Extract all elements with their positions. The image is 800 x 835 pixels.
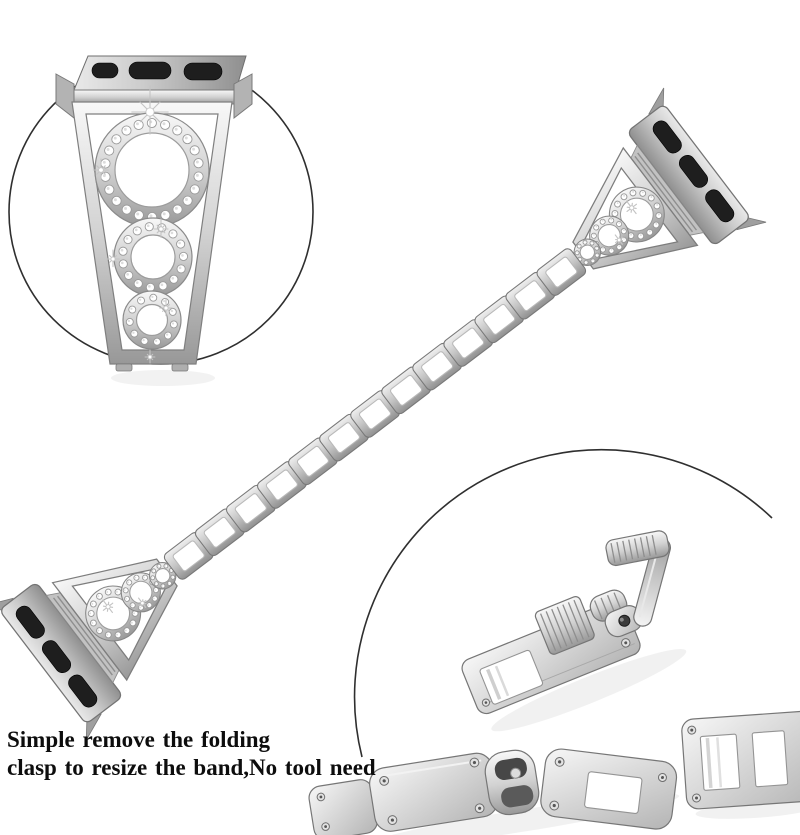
magnifier-arc [353, 449, 773, 758]
rhinestone-ring-small [122, 290, 182, 350]
chain-link-center [483, 303, 516, 335]
rhinestone [111, 195, 122, 206]
sparkle-icon [153, 218, 169, 239]
rhinestone [182, 195, 193, 206]
chain-link-center [172, 540, 205, 572]
rhinestone [132, 226, 142, 236]
chain-link-center [358, 398, 392, 430]
adapter-slot [128, 61, 172, 80]
adapter-cap-right [233, 73, 253, 120]
adapter-cap-left [55, 73, 75, 120]
caption-line1: Simple remove the folding [7, 727, 271, 752]
sparkle-icon [106, 249, 120, 268]
adapter-slot [183, 62, 223, 81]
rhinestone [111, 134, 122, 145]
magnifier-topleft [8, 55, 314, 386]
rhinestone [193, 158, 204, 169]
chain-link-center [514, 280, 547, 312]
caption: Simple remove the folding clasp to resiz… [7, 726, 376, 782]
sparkle-icon [131, 85, 169, 135]
rhinestone [130, 329, 139, 338]
chain-link-center [452, 327, 485, 359]
chain-link-center [327, 422, 360, 454]
folding-clasp [461, 589, 687, 732]
rhinestone [172, 204, 183, 215]
rhinestone [153, 337, 161, 346]
sparkle-icon [144, 349, 156, 364]
rhinestone [133, 119, 144, 130]
caption-line2: clasp to resize the band,No tool need [7, 755, 376, 780]
rhinestone [133, 279, 143, 289]
frame-foot [115, 363, 133, 372]
chain-link-center [234, 493, 267, 525]
rhinestone [182, 134, 193, 145]
rhinestone [168, 229, 178, 239]
chain-link-center [203, 516, 236, 548]
loose-link-window [751, 730, 789, 788]
rhinestone [161, 298, 170, 306]
rhinestone [176, 239, 186, 249]
rhinestone [144, 222, 154, 232]
rhinestone-studs [125, 293, 178, 346]
rhinestone [193, 171, 204, 182]
adapter-slot [91, 62, 119, 79]
rhinestone [104, 145, 115, 156]
rhinestone [100, 158, 111, 169]
chain-link-window [584, 771, 643, 814]
chain-link-center [265, 469, 298, 501]
rhinestone [146, 117, 157, 129]
rhinestone [168, 307, 177, 316]
sparkle-icon [159, 298, 173, 317]
frame-foot [171, 363, 189, 372]
sparkle-icon [92, 158, 110, 180]
clasp-chain-links [308, 748, 680, 835]
hinge-pin [510, 767, 522, 779]
rhinestone-studs [100, 117, 204, 223]
watch-band [0, 87, 767, 741]
rhinestone [169, 320, 178, 329]
chain-link-center [390, 374, 423, 406]
rhinestone [176, 264, 186, 274]
rhinestone [172, 125, 183, 136]
flared-trapezoid-frame [71, 101, 233, 365]
rhinestone [125, 317, 134, 326]
rhinestone [123, 234, 133, 245]
band-end-zoom-detail [55, 55, 253, 386]
rhinestone [124, 270, 134, 280]
clasp-thumb-tab [605, 530, 670, 567]
rhinestone [121, 204, 132, 215]
rhinestone-ring-medium [113, 217, 193, 297]
rhinestone [189, 184, 200, 195]
rhinestone [104, 184, 115, 195]
rhinestone [160, 210, 171, 221]
chain-plate-partial [308, 779, 378, 835]
chain-link-center [545, 256, 578, 288]
rhinestone [164, 331, 172, 340]
rhinestone [160, 119, 171, 130]
rhinestone [189, 145, 200, 156]
rhinestone [149, 293, 158, 302]
rhinestone [100, 171, 111, 182]
rhinestone [128, 305, 137, 314]
rhinestone [118, 259, 128, 269]
rhinestone [145, 282, 155, 292]
chain-link-center [296, 445, 329, 477]
magnifier-bottomright [308, 449, 800, 835]
rhinestone-ring-large [94, 112, 210, 228]
rhinestone [158, 281, 168, 291]
chain-links [163, 248, 587, 580]
rhinestone [137, 296, 145, 305]
rhinestone [121, 125, 132, 136]
rhinestone [118, 246, 128, 256]
loose-link [681, 710, 800, 819]
rhinestone [169, 274, 179, 284]
rhinestone [178, 251, 189, 261]
rhinestone [133, 210, 144, 221]
chain-link-center [421, 351, 454, 383]
rhinestone [140, 337, 149, 345]
